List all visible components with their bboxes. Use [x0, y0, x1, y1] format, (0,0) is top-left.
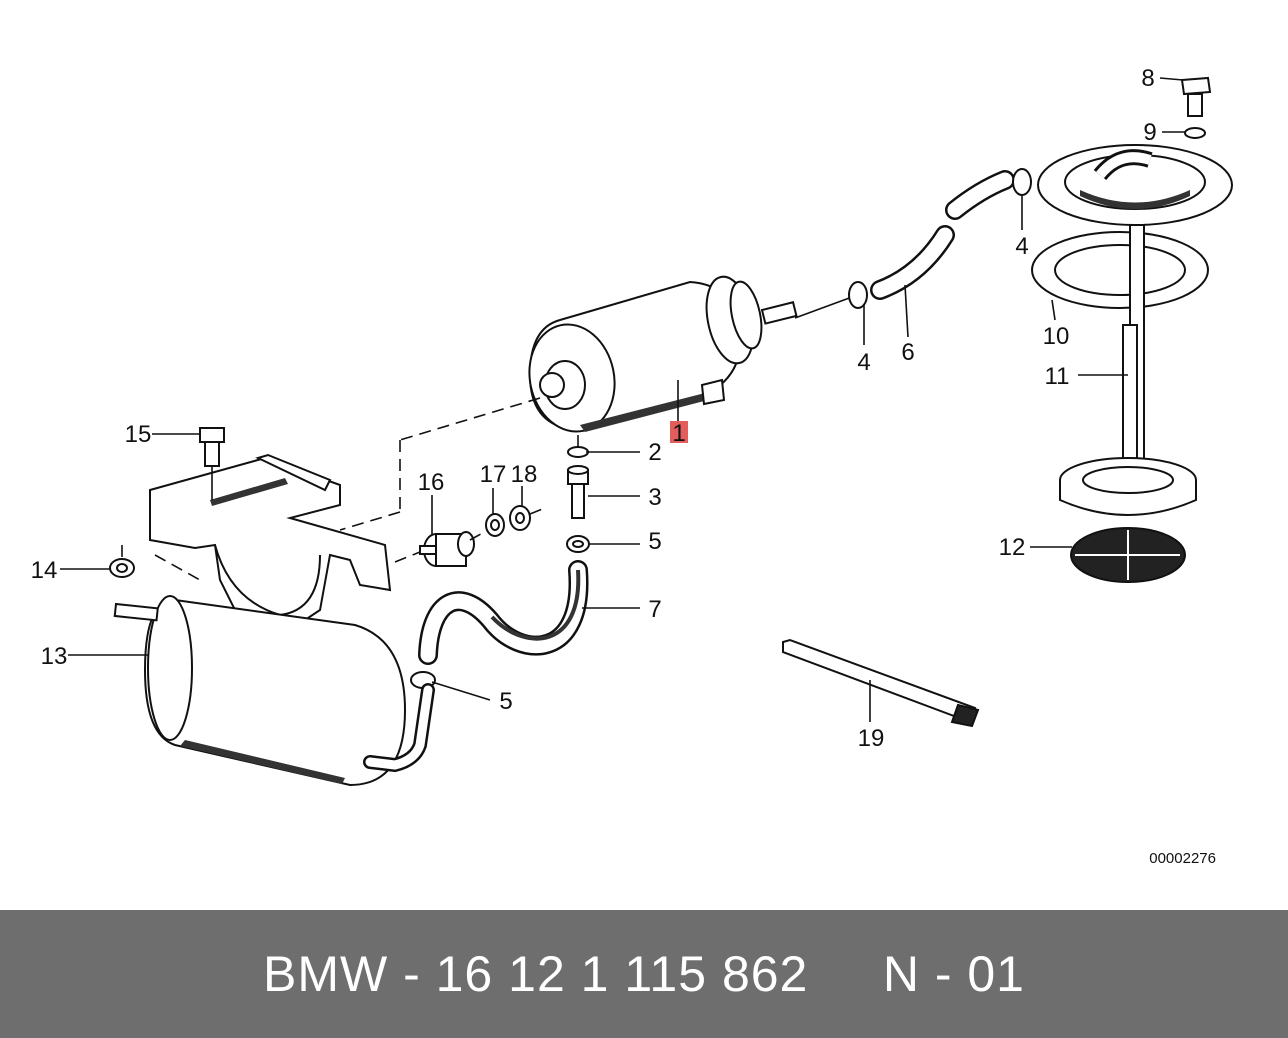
callout-1-highlight	[670, 421, 688, 443]
bolt-15[interactable]	[199, 427, 225, 500]
callout-5-upper[interactable]: 5	[648, 528, 661, 555]
hose-clamp-4-lower[interactable]	[848, 281, 868, 309]
callout-13[interactable]: 13	[41, 643, 68, 670]
bolt-8[interactable]	[1180, 76, 1212, 117]
hose-clamp-4-upper[interactable]	[1012, 168, 1032, 196]
callout-4-lower[interactable]: 4	[857, 349, 870, 376]
fuel-pump[interactable]	[520, 272, 798, 439]
callout-8[interactable]: 8	[1141, 65, 1154, 92]
callout-17[interactable]: 17	[480, 461, 507, 488]
nut-14[interactable]	[109, 545, 135, 578]
callout-5-lower[interactable]: 5	[499, 688, 512, 715]
sender-tube-11[interactable]	[1122, 224, 1145, 471]
callout-6[interactable]: 6	[901, 339, 914, 366]
float-cup[interactable]	[1059, 457, 1197, 516]
callout-14[interactable]: 14	[31, 557, 58, 584]
callout-3[interactable]: 3	[648, 484, 661, 511]
exploded-parts-diagram: 1 2 3 5 7 5 4 6 4 8 9 10 11 12 13 14 15 …	[31, 65, 1233, 867]
callout-9[interactable]: 9	[1143, 119, 1156, 146]
callout-15[interactable]: 15	[125, 421, 152, 448]
callout-2[interactable]: 2	[648, 439, 661, 466]
mounting-bracket[interactable]	[149, 453, 392, 632]
diagram-code: 00002276	[1149, 850, 1216, 867]
part-number-text: BMW - 16 12 1 115 862 N - 01	[263, 946, 1025, 1002]
callout-4-upper[interactable]: 4	[1015, 233, 1028, 260]
fuel-level-sender-flange[interactable]	[1037, 144, 1233, 226]
o-ring-2[interactable]	[567, 446, 589, 458]
fuel-hose-7[interactable]	[418, 560, 589, 665]
fuel-hose-6[interactable]	[870, 170, 1015, 300]
part-number-footer: BMW - 16 12 1 115 862 N - 01	[0, 910, 1288, 1038]
washer-17[interactable]	[485, 513, 505, 537]
callout-16[interactable]: 16	[418, 469, 445, 496]
callout-11[interactable]: 11	[1045, 363, 1070, 390]
callout-18[interactable]: 18	[511, 461, 538, 488]
fuel-reservoir-13[interactable]	[113, 595, 435, 787]
callout-19[interactable]: 19	[858, 725, 885, 752]
fitting-3[interactable]	[567, 465, 589, 519]
strainer-12[interactable]	[1070, 527, 1186, 583]
callout-1[interactable]: 1	[672, 420, 685, 447]
callout-7[interactable]: 7	[648, 596, 661, 623]
callout-10[interactable]: 10	[1043, 323, 1070, 350]
strap-19[interactable]	[782, 638, 980, 728]
nut-18[interactable]	[509, 505, 531, 531]
washer-9[interactable]	[1184, 127, 1206, 139]
rubber-mount-16[interactable]	[394, 531, 475, 567]
callout-12[interactable]: 12	[999, 534, 1026, 561]
gasket-10[interactable]	[1031, 231, 1209, 309]
clamp-5-upper[interactable]	[566, 535, 590, 553]
